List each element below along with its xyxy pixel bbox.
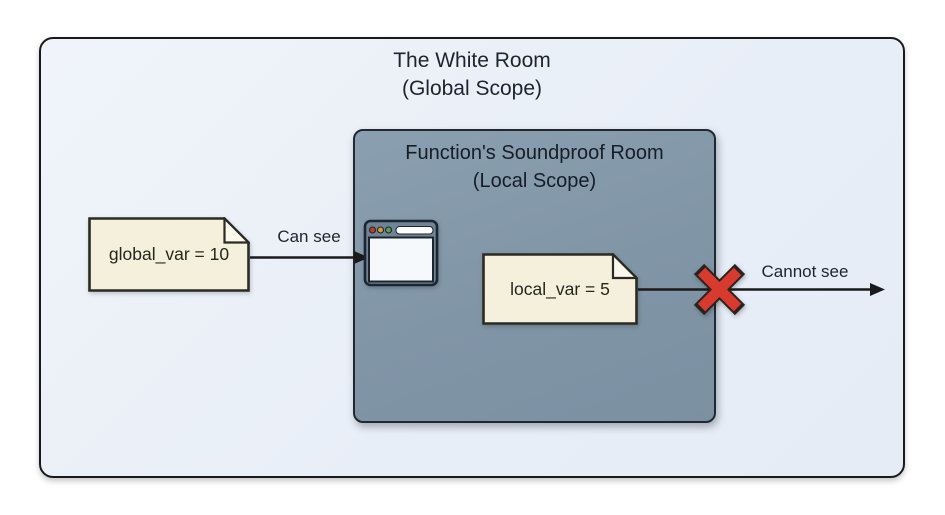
- global-scope-title-line2: (Global Scope): [401, 77, 543, 100]
- local-scope-title-line1: Function's Soundproof Room: [405, 142, 664, 164]
- local-scope-title: Function's Soundproof Room (Local Scope): [353, 139, 716, 195]
- cannot-see-label: Cannot see: [761, 262, 849, 281]
- global-scope-title: The White Room (Global Scope): [39, 47, 905, 103]
- local-var-note-text: local_var = 5: [510, 278, 610, 299]
- can-see-label: Can see: [277, 227, 341, 246]
- local-var-note-shape: [482, 253, 638, 325]
- can-see-arrow: [250, 251, 369, 264]
- browser-window-icon: [363, 219, 439, 287]
- browser-dot-orange-icon: [376, 226, 385, 234]
- arrow-head-icon: [354, 251, 369, 264]
- global-var-note-shape: [88, 217, 250, 292]
- cannot-see-arrow: [638, 283, 885, 296]
- note-fold-corner: [611, 253, 638, 280]
- note-fold-corner: [223, 217, 250, 244]
- global-var-note-text: global_var = 10: [108, 244, 230, 264]
- browser-body: [368, 236, 434, 283]
- browser-dot-green-icon: [384, 226, 393, 234]
- global-scope-title-line1: The White Room: [393, 49, 551, 72]
- browser-dot-red-icon: [368, 226, 377, 234]
- local-scope-title-line2: (Local Scope): [472, 170, 597, 192]
- x-mark-icon: [693, 263, 746, 316]
- arrow-head-icon: [870, 283, 885, 296]
